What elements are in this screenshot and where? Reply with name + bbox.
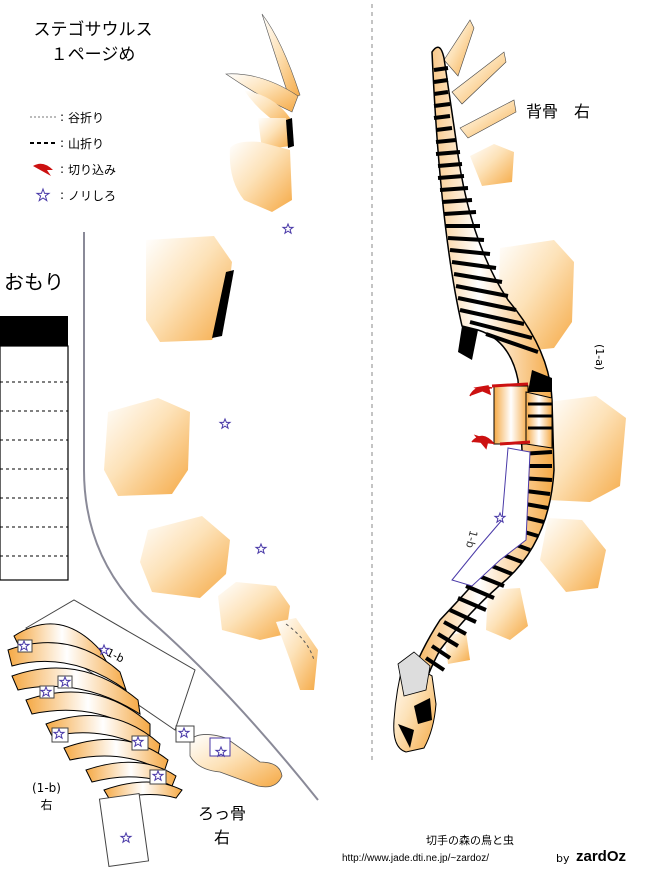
legend-row: : 谷折り — [28, 104, 116, 130]
glue-star-icon — [28, 187, 58, 203]
valley-fold-line-icon — [28, 115, 58, 119]
legend-label: 山折り — [68, 136, 105, 151]
cut-arrow-icon — [469, 385, 493, 397]
weight-label: おもり — [4, 270, 64, 294]
legend-label: ノリしろ — [68, 188, 117, 203]
backbone-title: 背骨 右 — [526, 102, 591, 121]
footer-brand-logo: zardOz — [576, 848, 627, 865]
legend-colon: : — [60, 110, 65, 124]
ribs-part — [7, 599, 283, 868]
glue-star-icon — [282, 223, 294, 234]
title-line-1: ステゴサウルス — [33, 20, 153, 40]
guide-curve — [83, 232, 319, 801]
ribs-part-id-line-1: (1-b) — [32, 781, 61, 795]
cut-arrow-icon — [28, 160, 58, 178]
footer-site-name: 切手の森の鳥と虫 — [426, 834, 514, 847]
legend: : 谷折り : 山折り : 切り込み : ノリしろ — [28, 104, 116, 208]
cut-arrow-icon — [471, 434, 495, 450]
ribs-title-line-1: ろっ骨 — [198, 804, 247, 823]
glue-star-icon — [219, 418, 231, 429]
top-spikes — [225, 13, 301, 212]
backbone-body — [393, 46, 555, 753]
legend-row: : ノリしろ — [28, 182, 116, 208]
weight-scale — [0, 316, 69, 581]
footer-by: by — [556, 852, 570, 865]
backbone-part-id: (1-a) — [593, 344, 606, 371]
legend-colon: : — [60, 162, 65, 176]
page-title: ステゴサウルス １ページめ — [14, 18, 172, 68]
legend-colon: : — [60, 136, 65, 150]
footer-url[interactable]: http://www.jade.dti.ne.jp/~zardoz/ — [342, 853, 490, 864]
ribs-part-id: (1-b) 右 — [32, 780, 61, 814]
legend-label: 切り込み — [68, 162, 117, 177]
glue-star-icon — [255, 543, 267, 554]
legend-label: 谷折り — [68, 110, 105, 125]
ribs-title-line-2: 右 — [214, 828, 231, 847]
legend-colon: : — [60, 188, 65, 202]
ribs-title: ろっ骨 右 — [198, 802, 246, 850]
legend-row: : 切り込み — [28, 156, 116, 182]
title-line-2: １ページめ — [50, 45, 136, 65]
mountain-fold-line-icon — [28, 141, 58, 145]
left-plates — [104, 236, 318, 690]
legend-row: : 山折り — [28, 130, 116, 156]
ribs-part-id-line-2: 右 — [40, 798, 53, 812]
